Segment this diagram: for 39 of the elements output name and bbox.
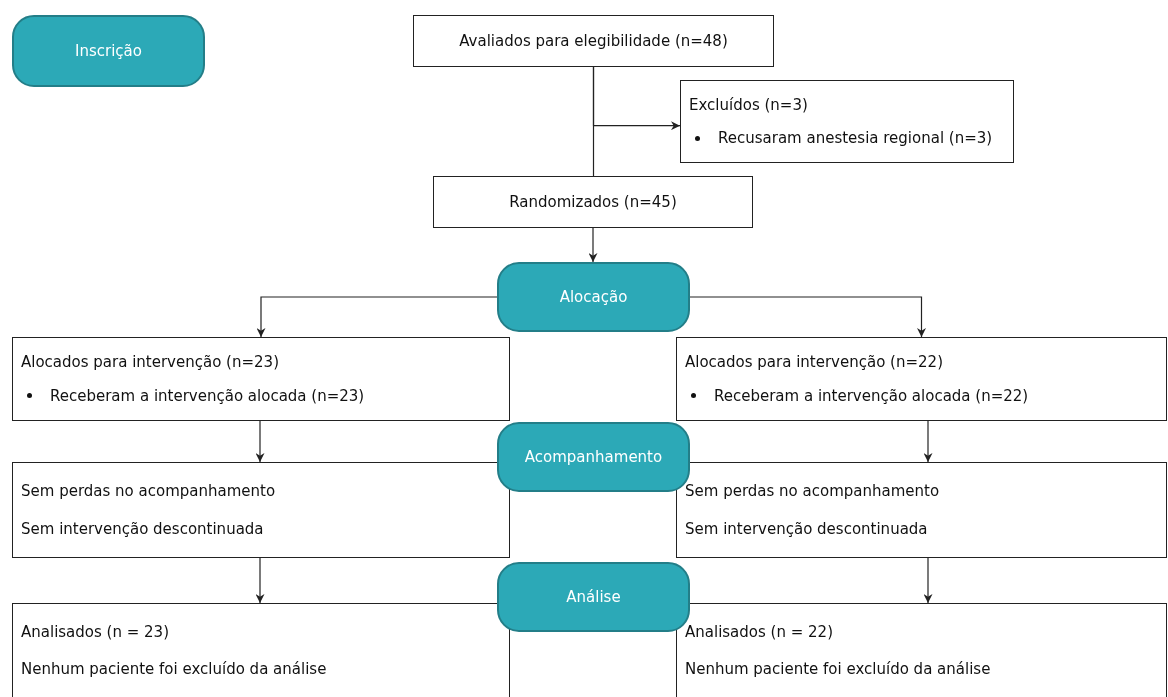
box-text: Receberam a intervenção alocada (n=23) [50,386,365,405]
process-box [676,603,1167,697]
box-text: Sem perdas no acompanhamento [685,482,940,501]
process-box [12,462,510,558]
process-box [676,337,1167,421]
arrow [256,296,498,338]
box-text: Analisados (n = 23) [21,623,169,641]
arrow [923,420,933,463]
arrow [923,557,933,604]
phase-label: Alocação [559,288,628,306]
phase-label-box [12,15,205,87]
arrow [255,557,265,604]
arrow [592,66,681,131]
box-text: Nenhum paciente foi excluído da análise [21,660,327,678]
box-text: Sem intervenção descontinuada [21,519,264,538]
box-text: Randomizados (n=45) [509,193,677,211]
arrow [255,420,265,463]
box-text: Receberam a intervenção alocada (n=22) [714,386,1029,405]
process-box [12,337,510,421]
phase-label: Acompanhamento [524,448,663,466]
phase-label-box [497,262,690,332]
process-box [680,80,1014,163]
process-box [676,462,1167,558]
process-box [433,176,753,228]
arrow [588,227,598,263]
box-text: Excluídos (n=3) [689,96,808,114]
box-text: Analisados (n = 22) [685,623,833,641]
box-text: Sem perdas no acompanhamento [21,482,276,501]
box-text: Alocados para intervenção (n=23) [21,353,279,372]
arrow [689,296,926,338]
box-text: Nenhum paciente foi excluído da análise [685,660,991,678]
box-text: Avaliados para elegibilidade (n=48) [459,32,728,50]
box-text: Alocados para intervenção (n=22) [685,353,943,372]
process-box [413,15,774,67]
phase-label: Análise [566,588,621,606]
box-text: Recusaram anestesia regional (n=3) [718,129,993,147]
process-box [12,603,510,697]
phase-label: Inscrição [75,42,142,60]
box-text: Sem intervenção descontinuada [685,519,928,538]
